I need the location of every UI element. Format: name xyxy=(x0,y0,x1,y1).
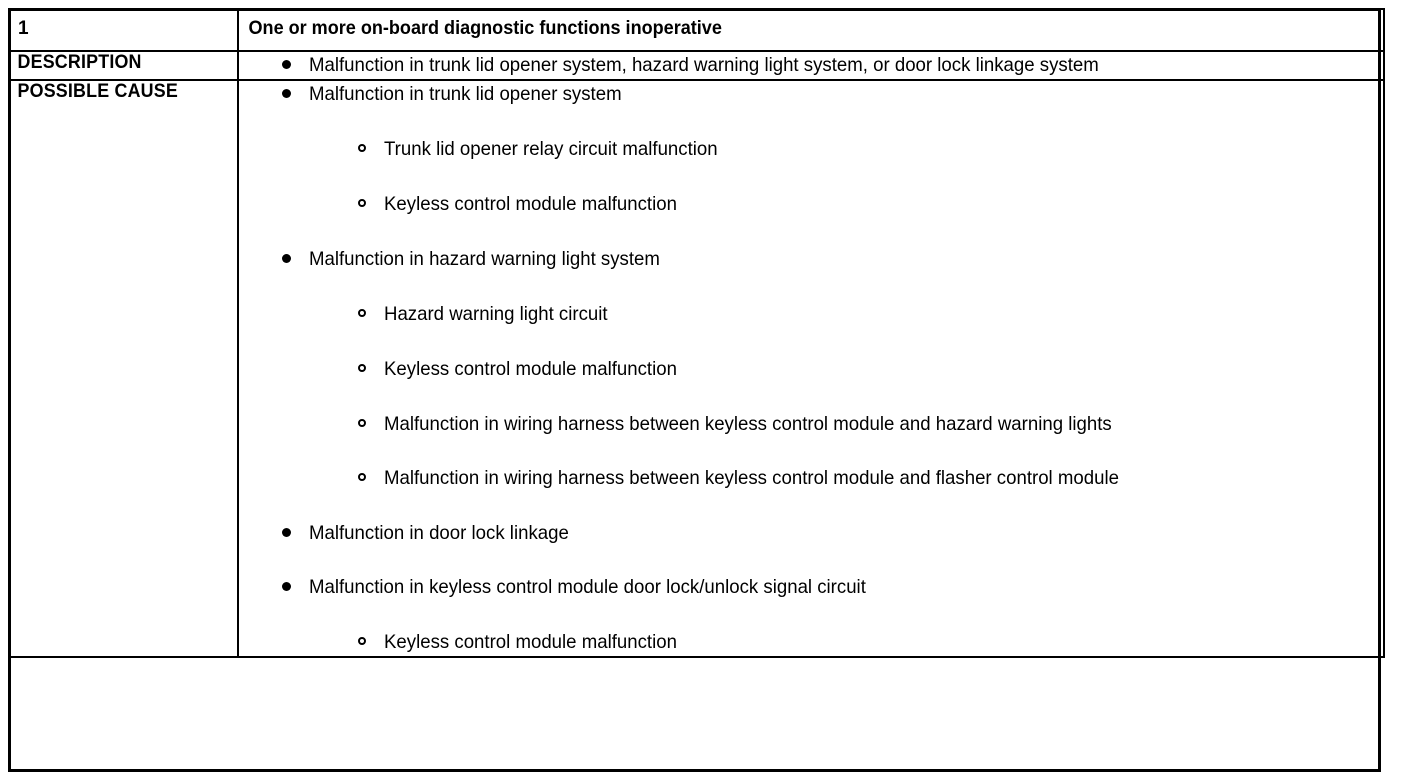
hollow-circle-icon xyxy=(358,136,374,163)
list-item: Malfunction in wiring harness between ke… xyxy=(358,465,1383,492)
list-item: Keyless control module malfunction xyxy=(358,629,1383,656)
cell-code-title: One or more on-board diagnostic function… xyxy=(237,8,1385,52)
hollow-circle-icon xyxy=(358,465,374,492)
list-item: Malfunction in trunk lid opener system xyxy=(282,81,1383,108)
list-item: Trunk lid opener relay circuit malfuncti… xyxy=(358,136,1383,163)
list-item-label: Hazard warning light circuit xyxy=(384,303,608,325)
filled-bullet-icon xyxy=(282,520,298,547)
filled-bullet-icon xyxy=(282,81,298,108)
cell-code-number: 1 xyxy=(8,8,239,52)
list-item: Hazard warning light circuit xyxy=(358,301,1383,328)
list-item: Malfunction in door lock linkage xyxy=(282,520,1383,547)
list-item: Malfunction in trunk lid opener system, … xyxy=(282,52,1383,79)
list-item-label: Malfunction in keyless control module do… xyxy=(309,576,866,598)
possible-cause-label-text: POSSIBLE CAUSE xyxy=(17,81,178,102)
cell-description-body: Malfunction in trunk lid opener system, … xyxy=(237,50,1385,81)
list-item-label: Keyless control module malfunction xyxy=(384,358,677,380)
list-item: Malfunction in keyless control module do… xyxy=(282,574,1383,601)
table-row-description: DESCRIPTION Malfunction in trunk lid ope… xyxy=(8,50,1385,81)
list-item-label: Malfunction in wiring harness between ke… xyxy=(384,467,1119,489)
filled-bullet-icon xyxy=(282,52,298,79)
list-item-label: Keyless control module malfunction xyxy=(384,631,677,653)
list-item-label: Keyless control module malfunction xyxy=(384,193,677,215)
code-number-text: 1 xyxy=(18,18,29,39)
list-item-label: Trunk lid opener relay circuit malfuncti… xyxy=(384,138,718,160)
list-item-label: Malfunction in trunk lid opener system, … xyxy=(309,54,1099,76)
cell-possible-cause-label: POSSIBLE CAUSE xyxy=(8,79,239,658)
list-item: Malfunction in hazard warning light syst… xyxy=(282,246,1383,273)
hollow-circle-icon xyxy=(358,356,374,383)
list-item: Keyless control module malfunction xyxy=(358,191,1383,218)
table-row-possible-cause: POSSIBLE CAUSE Malfunction in trunk lid … xyxy=(8,79,1385,658)
hollow-circle-icon xyxy=(358,301,374,328)
hollow-circle-icon xyxy=(358,411,374,438)
hollow-circle-icon xyxy=(358,629,374,656)
cell-description-label: DESCRIPTION xyxy=(8,50,239,81)
cell-possible-cause-body: Malfunction in trunk lid opener system T… xyxy=(237,79,1385,658)
filled-bullet-icon xyxy=(282,246,298,273)
table-row-code: 1 One or more on-board diagnostic functi… xyxy=(8,8,1385,52)
code-title-text: One or more on-board diagnostic function… xyxy=(248,18,722,39)
diagnostic-trouble-code-table: 1 One or more on-board diagnostic functi… xyxy=(8,8,1385,658)
list-item: Keyless control module malfunction xyxy=(358,356,1383,383)
description-list: Malfunction in trunk lid opener system, … xyxy=(239,52,1383,79)
hollow-circle-icon xyxy=(358,191,374,218)
possible-cause-list: Malfunction in trunk lid opener system T… xyxy=(239,81,1383,656)
list-item: Malfunction in wiring harness between ke… xyxy=(358,411,1383,438)
list-item-label: Malfunction in wiring harness between ke… xyxy=(384,413,1112,435)
description-label-text: DESCRIPTION xyxy=(17,52,142,73)
filled-bullet-icon xyxy=(282,574,298,601)
list-item-label: Malfunction in trunk lid opener system xyxy=(309,83,622,105)
list-item-label: Malfunction in hazard warning light syst… xyxy=(309,248,660,270)
list-item-label: Malfunction in door lock linkage xyxy=(309,522,569,544)
